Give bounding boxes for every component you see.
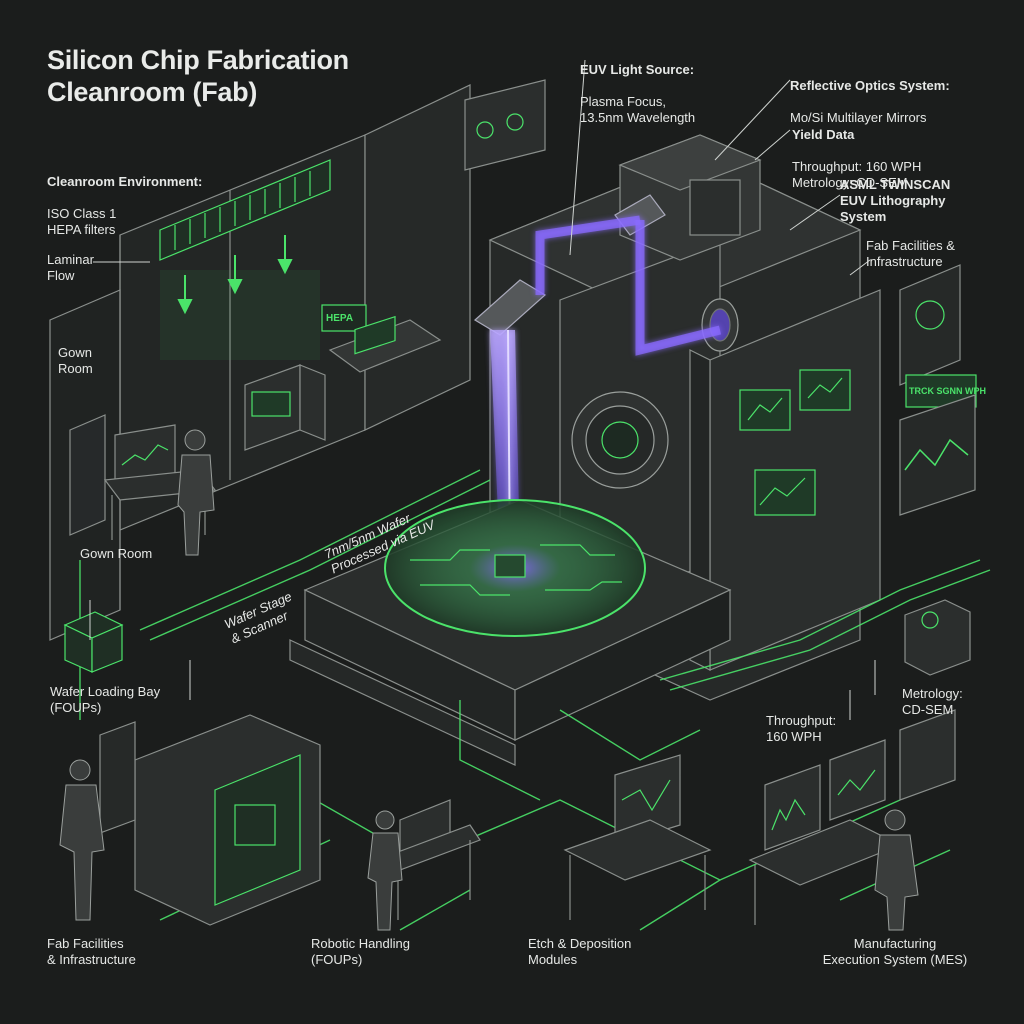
laminar-flow-arrows xyxy=(177,235,293,315)
etch-monitor-desk xyxy=(563,754,712,920)
yield-data-details: Throughput: 160 WPH Metrology: CD-SEM xyxy=(792,159,922,190)
reflective-optics-details: Mo/Si Multilayer Mirrors xyxy=(790,110,927,125)
yield-data-heading: Yield Data xyxy=(792,127,855,142)
yield-data-label: Yield Data Throughput: 160 WPH Metrology… xyxy=(792,111,921,191)
cleanroom-environment-heading: Cleanroom Environment: xyxy=(47,174,203,189)
mes-label: Manufacturing Execution System (MES) xyxy=(822,936,968,967)
euv-light-source-details: Plasma Focus, 13.5nm Wavelength xyxy=(580,94,696,125)
robotic-handling-label: Robotic Handling (FOUPs) xyxy=(311,936,411,967)
person-etch-operator xyxy=(367,810,403,931)
euv-source-optic xyxy=(701,298,739,352)
reflective-optics-heading: Reflective Optics System: xyxy=(790,78,950,93)
wafer-loading-bay-foup xyxy=(63,611,124,673)
metrology-label: Metrology: CD-SEM xyxy=(902,686,963,717)
asml-system-label: ASML TWINSCAN EUV Lithography System xyxy=(840,177,951,224)
facility-wall-panels xyxy=(899,264,977,516)
hepa-sign xyxy=(321,304,367,332)
reflective-optics-label: Reflective Optics System: Mo/Si Multilay… xyxy=(790,62,950,126)
gown-room-lower-label: Gown Room xyxy=(80,546,153,561)
wafer-loading-bay-label: Wafer Loading Bay (FOUPs) xyxy=(50,684,161,715)
filter-control-panel xyxy=(464,79,546,171)
cleanroom-environment-label: Cleanroom Environment: ISO Class 1 HEPA … xyxy=(47,158,202,238)
person-mes-operator xyxy=(874,809,919,931)
person-technician-left xyxy=(59,759,105,921)
fab-facilities-left-label: Fab Facilities & Infrastructure xyxy=(47,936,136,967)
cleanroom-environment-details: ISO Class 1 HEPA filters xyxy=(47,206,117,237)
throughput-label: Throughput: 160 WPH xyxy=(766,713,837,744)
person-operator-left xyxy=(177,429,215,556)
gown-room-door xyxy=(69,414,106,536)
etch-deposition-station xyxy=(389,799,481,920)
wafer-circuit xyxy=(410,544,622,596)
panel-sign-label: TRCK SGNN WPH xyxy=(909,386,986,396)
projection-lens xyxy=(571,391,669,489)
leader-lines xyxy=(89,59,876,720)
laminar-flow-label: Laminar Flow xyxy=(47,252,94,283)
euv-light-source-heading: EUV Light Source: xyxy=(580,62,695,77)
reflective-optics-column xyxy=(618,134,762,261)
fab-facilities-right-label: Fab Facilities & Infrastructure xyxy=(866,238,955,269)
gown-room-upper-label: Gown Room xyxy=(58,345,93,376)
metrology-cdsem-unit xyxy=(904,599,971,676)
hepa-sign-label: HEPA xyxy=(326,313,354,324)
euv-light-source-label: EUV Light Source: Plasma Focus, 13.5nm W… xyxy=(580,46,695,126)
robotic-handling-tool xyxy=(99,714,321,926)
hepa-vent-array xyxy=(159,159,331,261)
etch-deposition-label: Etch & Deposition Modules xyxy=(528,936,632,967)
page-title: Silicon Chip Fabrication Cleanroom (Fab) xyxy=(47,45,349,107)
mes-workstation xyxy=(748,709,956,925)
coater-track-tool xyxy=(244,315,442,451)
laminar-flow-zone xyxy=(160,270,320,360)
